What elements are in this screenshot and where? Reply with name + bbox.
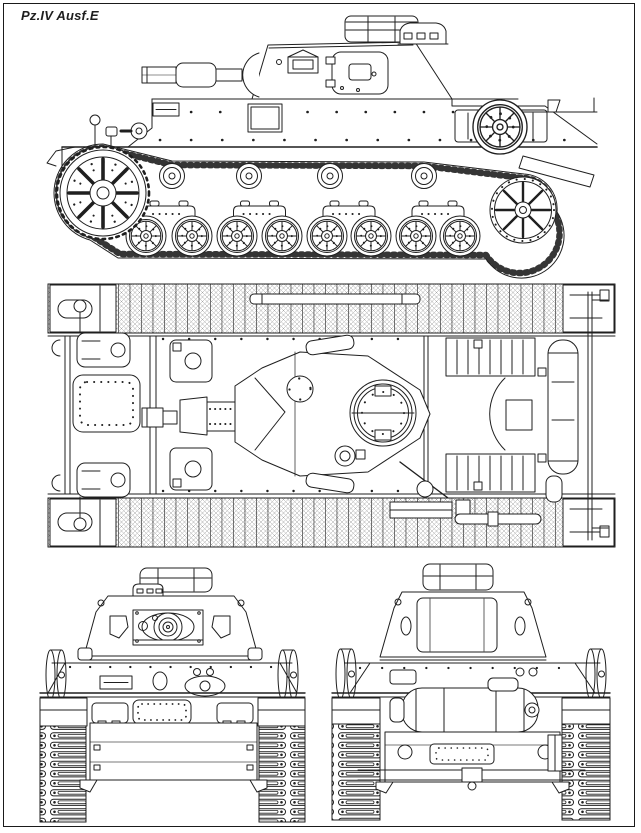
front-view — [39, 567, 306, 823]
side-view — [46, 15, 598, 279]
side-turret — [251, 15, 453, 100]
stowage-bin-rear — [422, 563, 494, 591]
front-hull — [39, 647, 306, 793]
rear-turret — [379, 563, 547, 661]
top-view — [47, 283, 616, 548]
front-turret — [83, 567, 259, 661]
side-gun — [141, 52, 260, 98]
rear-hull — [331, 662, 611, 794]
top-gun — [141, 396, 236, 436]
rear-view — [331, 563, 611, 821]
top-engine-deck — [423, 291, 609, 541]
spare-wheel — [471, 98, 529, 156]
top-turret — [234, 334, 449, 499]
drawing-title: Pz.IV Ausf.E — [21, 8, 99, 23]
transmission-hatch — [72, 374, 141, 433]
muffler-top — [547, 339, 579, 475]
muffler — [401, 687, 539, 733]
cupola-top — [349, 379, 417, 447]
drive-sprocket — [55, 145, 151, 241]
top-hull — [47, 332, 616, 498]
side-running-gear — [55, 98, 558, 257]
idler-wheel — [488, 175, 558, 245]
